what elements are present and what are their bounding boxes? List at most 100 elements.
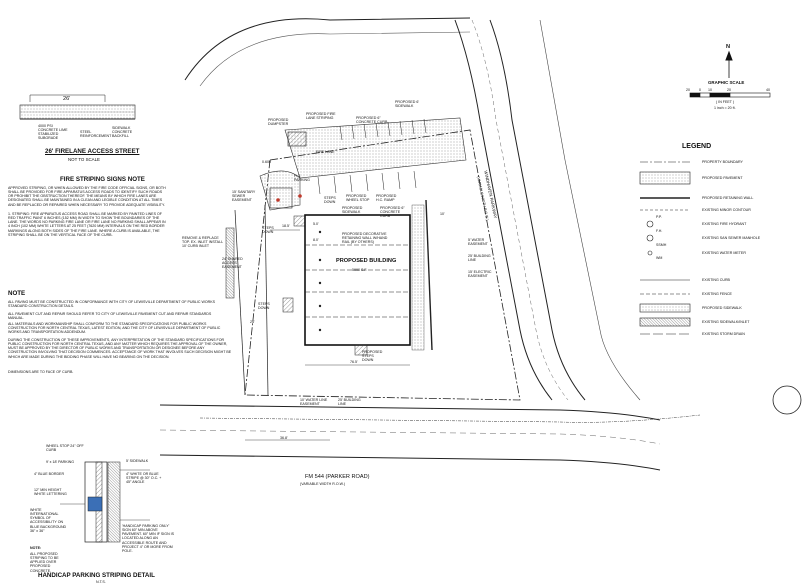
firelane-note-left: 4000 PSI CONCRETE LIME STABILIZED SUBGRA… xyxy=(38,124,68,141)
dim-8: 8.0' xyxy=(313,238,319,242)
note-p2: ALL PAVEMENT CUT AND REPAIR SHOULD REFER… xyxy=(8,312,212,321)
label-shared-access: 24' SHARED ACCESS EASEMENT xyxy=(222,257,243,270)
graphic-scale-bar xyxy=(689,92,771,98)
legend-sym-pp: P.P. xyxy=(656,215,662,219)
dimension-lines xyxy=(245,229,410,441)
legend-item-4: EXISTING FIRE HYDRANT xyxy=(702,222,747,226)
legend-item-8: EXISTING FENCE xyxy=(702,292,732,296)
west-access-drive xyxy=(234,209,246,396)
roundabout-arc-inner xyxy=(199,31,471,87)
fm544-utility-line xyxy=(199,414,701,423)
legend-item-1: PROPOSED PAVEMENT xyxy=(702,176,743,180)
north-arrow-icon xyxy=(725,50,733,78)
north-paving-band xyxy=(284,117,467,179)
legend-sym-fh: F.H. xyxy=(656,229,663,233)
hc-sidewalk: 5' SIDEWALK xyxy=(126,459,149,463)
label-dumpster: PROPOSED DUMPSTER xyxy=(268,118,289,127)
legend-item-10: EXISTING SIDEWALK/INLET xyxy=(702,320,750,324)
building-bay-lines xyxy=(305,244,410,318)
west-steps xyxy=(282,297,294,313)
fire-lane-text: FIRE LANE xyxy=(316,150,335,154)
scale-ratio: 1 inch = 20 ft. xyxy=(714,106,736,110)
label-steps-down-3: STEPS DOWN xyxy=(262,226,274,235)
hc-border: 4" BLUE BORDER xyxy=(34,472,65,476)
building-area: 5990 S.F. xyxy=(352,268,368,272)
fire-striping-title: FIRE STRIPING SIGNS NOTE xyxy=(60,176,145,183)
building-east-sidewalk xyxy=(411,204,425,351)
windhaven-road-west-edge xyxy=(454,19,553,401)
scale-tick-1: 0 xyxy=(699,88,701,92)
firelane-note-right: SIDEWALK CONCRETE BACKFILL xyxy=(112,126,133,139)
note-p4: DURING THE CONSTRUCTION OF THESE IMPROVE… xyxy=(8,338,232,359)
fm544-centerline xyxy=(159,429,661,445)
legend-item-6: EXISTING WATER METER xyxy=(702,251,746,255)
label-sanitary-easement: 15' SANITARY SEWER EASEMENT xyxy=(232,190,256,203)
firelane-section-drawing xyxy=(19,94,136,120)
scale-tick-2: 10 xyxy=(708,88,712,92)
note-p1: ALL PAVING MUST BE CONSTRUCTED IN CONFOR… xyxy=(8,300,216,309)
legend-sym-wm: WM xyxy=(656,256,663,260)
hc-sign: 'HANDICAP PARKING ONLY' SIGN 60" MIN ABO… xyxy=(122,524,175,553)
legend-item-7: EXISTING CURB xyxy=(702,278,730,282)
label-fire-lane-striping: PROPOSED FIRE LANE STRIPING xyxy=(306,112,336,121)
label-building-line-2: 25' BUILDING LINE xyxy=(338,398,361,407)
east-tree xyxy=(772,385,802,415)
firelane-title: 26' FIRELANE ACCESS STREET xyxy=(45,148,140,155)
scale-tick-4: 40 xyxy=(766,88,770,92)
label-sidewalk-2: PROPOSED SIDEWALK xyxy=(342,206,363,215)
label-concrete-curb: PROPOSED 6" CONCRETE CURB xyxy=(356,116,388,125)
fm544-sublabel: (VARIABLE WIDTH R.O.W.) xyxy=(300,482,346,486)
label-water-line: 10' WATER LINE EASEMENT xyxy=(300,398,328,407)
label-steps-down-1: STEPS DOWN xyxy=(258,302,270,311)
label-retaining-wall: PROPOSED DECORATIVE RETAINING WALL W/HAN… xyxy=(342,232,388,245)
label-electric-easement: 15' ELECTRIC EASEMENT xyxy=(468,270,492,279)
scale-tick-0: 20 xyxy=(686,88,690,92)
dim-76-5: 76.5' xyxy=(350,360,358,364)
elevation-text: 0.600 xyxy=(262,160,271,164)
dumpster-enclosure xyxy=(287,131,307,147)
firelane-scale: NOT TO SCALE xyxy=(68,157,100,162)
east-boundary-line xyxy=(539,19,641,401)
hc-parking-text: H.C. PARKING xyxy=(294,174,310,183)
scale-unit: ( IN FEET ) xyxy=(716,100,735,104)
roundabout-arc-outer xyxy=(184,17,471,81)
label-concrete-curb-2: PROPOSED 6" CONCRETE CURB xyxy=(380,206,405,219)
hc-stripes: 4" WHITE OR BLUE STRIPE @ 30" O.C. + 45°… xyxy=(126,472,162,485)
windhaven-road-median xyxy=(471,19,569,401)
dim-24: 24' xyxy=(250,320,255,324)
label-wheel-stop: PROPOSED WHEEL STOP xyxy=(346,194,370,203)
label-proposed-sidewalk: PROPOSED 6' SIDEWALK xyxy=(395,100,420,109)
note-p5: DIMENSIONS ARE TO FACE OF CURB. xyxy=(8,370,74,374)
building-bay-markers xyxy=(318,230,322,332)
legend-item-5: EXISTING SAN SEWER MANHOLE xyxy=(702,236,761,240)
fm544-label: FM 544 (PARKER ROAD) xyxy=(305,474,370,480)
west-access-drive-2 xyxy=(264,204,269,396)
hc-wheel-stop: WHEEL STOP 24" OFF CURB xyxy=(46,444,84,453)
legend-item-9: PROPOSED SIDEWALK xyxy=(702,306,742,310)
label-steps-down-2: STEPS DOWN xyxy=(324,196,336,205)
legend-title: LEGEND xyxy=(682,143,712,150)
note-title: NOTE xyxy=(8,290,26,297)
dim-5: 5.0' xyxy=(313,222,319,226)
south-steps xyxy=(354,344,368,356)
legend-item-2: PROPOSED RETAINING WALL xyxy=(702,196,754,200)
note-p3: ALL MATERIALS AND WORKMANSHIP SHALL CONF… xyxy=(8,322,221,335)
label-remove-replace: REMOVE & REPLACE TOP. EX. INLET INSTALL … xyxy=(182,236,223,249)
property-boundary xyxy=(244,129,521,401)
hc-marker-1 xyxy=(276,198,280,202)
legend-item-3: EXISTING MINOR CONTOUR xyxy=(702,208,751,212)
handicap-detail-drawing xyxy=(60,461,150,543)
hc-scale: N.T.S. xyxy=(96,580,106,584)
firelane-dim-top: 26' xyxy=(63,96,71,102)
hc-note-title: NOTE: xyxy=(30,546,42,550)
hc-note-body: ALL PROPOSED STRIPING TO BE APPLIED OVER… xyxy=(30,552,59,573)
hc-title: HANDICAP PARKING STRIPING DETAIL xyxy=(38,572,155,579)
hc-letters: 12" MIN HEIGHT WHITE LETTERING xyxy=(34,488,67,497)
north-label: N xyxy=(726,44,731,50)
label-hc-ramp: PROPOSED H.C. RAMP xyxy=(376,194,397,203)
firelane-note-mid: STEEL REINFORCEMENT xyxy=(80,130,112,139)
building-label: PROPOSED BUILDING xyxy=(336,258,397,264)
hc-marker-2 xyxy=(298,194,302,198)
legend-symbols xyxy=(639,161,691,335)
